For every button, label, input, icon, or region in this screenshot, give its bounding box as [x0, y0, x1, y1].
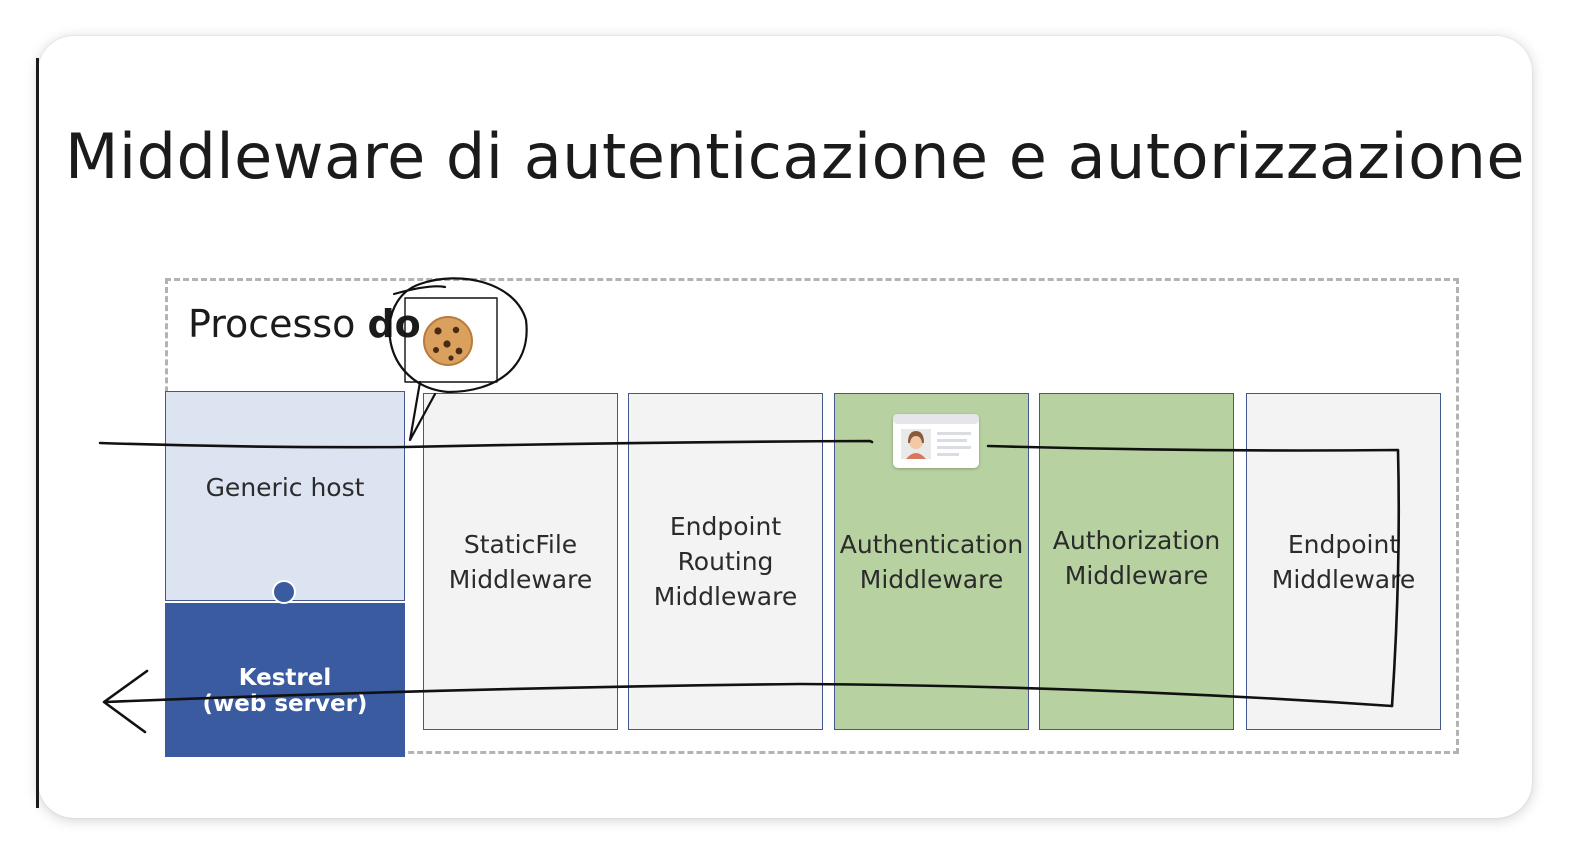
- authentication-middleware-label: Authentication Middleware: [839, 529, 1024, 594]
- speech-bubble: [388, 277, 528, 442]
- process-label: Processo do: [188, 302, 421, 346]
- id-card-icon: [893, 414, 979, 468]
- endpoint-routing-middleware-block: Endpoint Routing Middleware: [628, 393, 823, 730]
- generic-host-label: Generic host: [205, 472, 365, 502]
- connector-dot: [272, 580, 296, 604]
- kestrel-block: Kestrel (web server): [165, 603, 405, 757]
- staticfile-middleware-label: StaticFile Middleware: [448, 529, 593, 594]
- slide-frame-edge: [36, 58, 39, 808]
- process-label-text: Processo: [188, 302, 368, 346]
- request-flow-arrow: [98, 439, 1401, 734]
- slide-title: Middleware di autenticazione e autorizza…: [64, 120, 1526, 193]
- endpoint-middleware-label: Endpoint Middleware: [1271, 529, 1416, 594]
- endpoint-routing-middleware-label: Endpoint Routing Middleware: [653, 512, 798, 611]
- staticfile-middleware-block: StaticFile Middleware: [423, 393, 618, 730]
- cookie-icon: [423, 316, 473, 366]
- authorization-middleware-label: Authorization Middleware: [1052, 525, 1221, 590]
